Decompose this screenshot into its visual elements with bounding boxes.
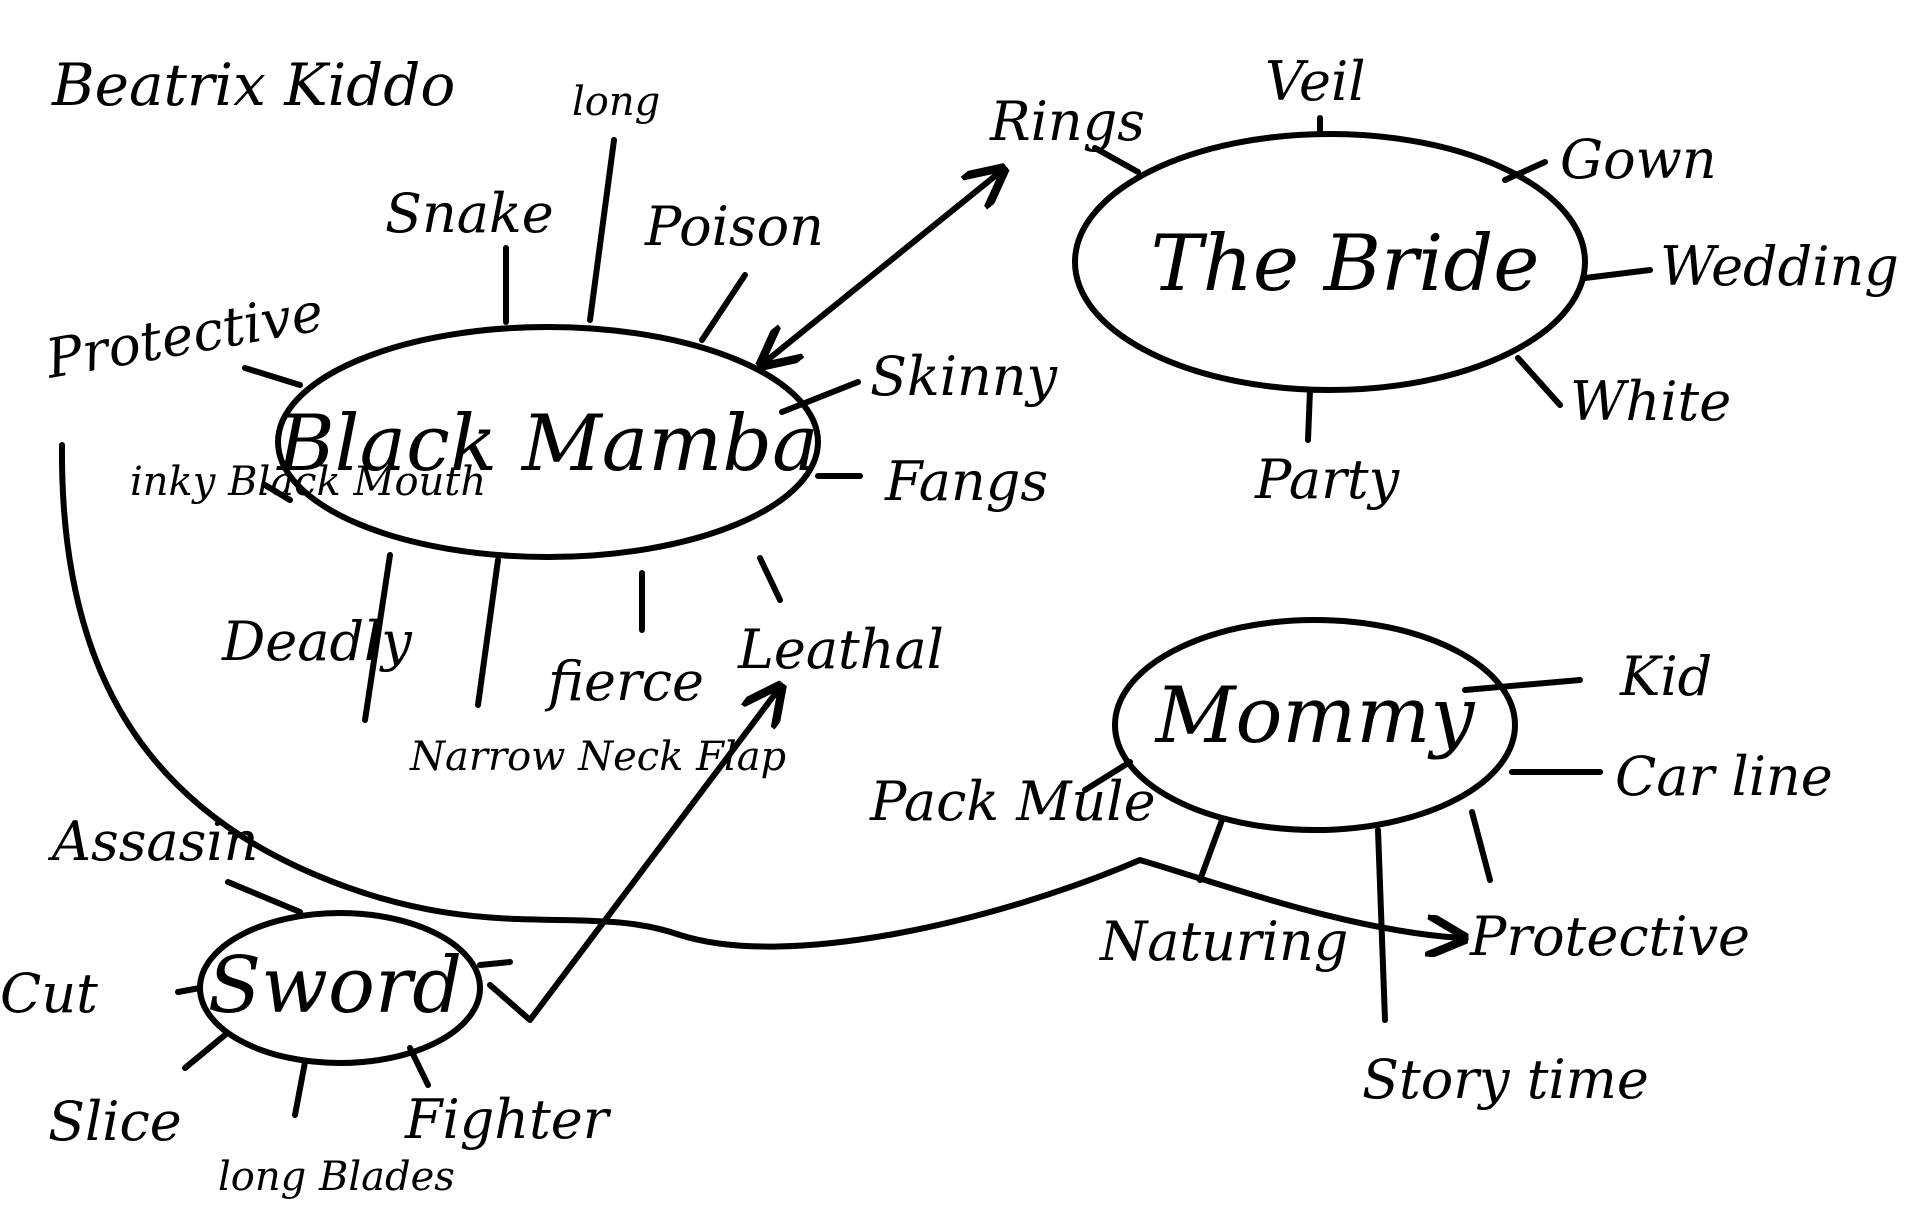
spoke-line: [242, 365, 303, 388]
spoke-label: Deadly: [221, 610, 413, 673]
spoke-label: Protective: [1469, 905, 1750, 968]
spoke-line: [1502, 159, 1548, 183]
node-the-bride-outline: [1072, 131, 1588, 393]
spoke-line: [477, 959, 513, 968]
node-mommy-label: Mommy: [1154, 671, 1476, 761]
node-sword: Sword Assasin Cut Slice long Blades Figh…: [0, 810, 612, 1200]
arrow-sword-leathal: [487, 690, 778, 1023]
spoke-label: inky Black Mouth: [130, 459, 486, 505]
spoke-label: Snake: [385, 182, 554, 245]
spoke-label: Car line: [1615, 745, 1833, 808]
node-mommy-outline: [1112, 617, 1518, 833]
spoke-line: [175, 985, 203, 995]
node-sword-label: Sword: [208, 941, 462, 1031]
spoke-line: [1582, 267, 1653, 281]
spoke-line: [1197, 817, 1225, 883]
spoke-label: Naturing: [1098, 910, 1348, 973]
spoke-label: fierce: [544, 650, 704, 713]
spoke-line: [262, 482, 293, 503]
spoke-line: [182, 1032, 228, 1071]
spoke-label: Cut: [0, 962, 98, 1025]
spoke-line: [1469, 809, 1493, 883]
spoke-label: Gown: [1560, 128, 1717, 191]
spoke-line: [362, 552, 393, 723]
spoke-label: Kid: [1619, 645, 1712, 708]
node-the-bride: The Bride Rings Veil Gown Wedding White …: [989, 50, 1899, 511]
spoke-line: [587, 137, 617, 323]
spoke-label: Skinny: [870, 345, 1059, 408]
spoke-label: Wedding: [1660, 235, 1899, 298]
spoke-label: Veil: [1265, 50, 1366, 113]
spoke-line: [1082, 759, 1133, 793]
spoke-label: White: [1570, 370, 1731, 433]
spoke-label: Pack Mule: [869, 770, 1156, 833]
spoke-line: [779, 379, 861, 415]
spoke-label: long Blades: [218, 1154, 455, 1200]
spoke-line: [475, 557, 501, 708]
node-the-bride-label: The Bride: [1151, 219, 1540, 309]
spoke-line: [1092, 145, 1141, 175]
spoke-label: Assasin: [47, 810, 258, 873]
arrow-protective-link: [58, 442, 1460, 947]
spoke-label: Rings: [989, 90, 1145, 153]
node-black-mamba-label: Black Mamba: [275, 399, 818, 489]
spoke-line: [1305, 387, 1313, 443]
spoke-label: Protective: [40, 280, 328, 391]
node-black-mamba-outline: [275, 324, 821, 560]
spoke-label: Poison: [644, 195, 824, 258]
spoke-label: Party: [1254, 448, 1401, 511]
spoke-label: long: [572, 79, 660, 125]
spoke-line: [1515, 355, 1563, 408]
arrow-mamba-bride: [765, 172, 1000, 362]
spoke-line: [292, 1059, 308, 1118]
spoke-label: Leathal: [737, 618, 944, 681]
spoke-label: Narrow Neck Flap: [409, 734, 786, 780]
spoke-line: [407, 1045, 431, 1088]
page-title: Beatrix Kiddo: [51, 51, 455, 119]
node-black-mamba: Black Mamba Snake long Poison Protective…: [40, 79, 1058, 780]
spoke-label: Fighter: [404, 1088, 612, 1151]
spoke-line: [225, 879, 303, 915]
node-mommy: Mommy Kid Car line Pack Mule Naturing St…: [869, 617, 1833, 1111]
spoke-line: [1462, 677, 1583, 693]
spoke-line: [757, 555, 783, 603]
spoke-line: [699, 272, 748, 343]
spoke-label: Story time: [1362, 1048, 1649, 1111]
spoke-label: Fangs: [884, 450, 1048, 513]
spoke-label: Slice: [48, 1090, 182, 1153]
